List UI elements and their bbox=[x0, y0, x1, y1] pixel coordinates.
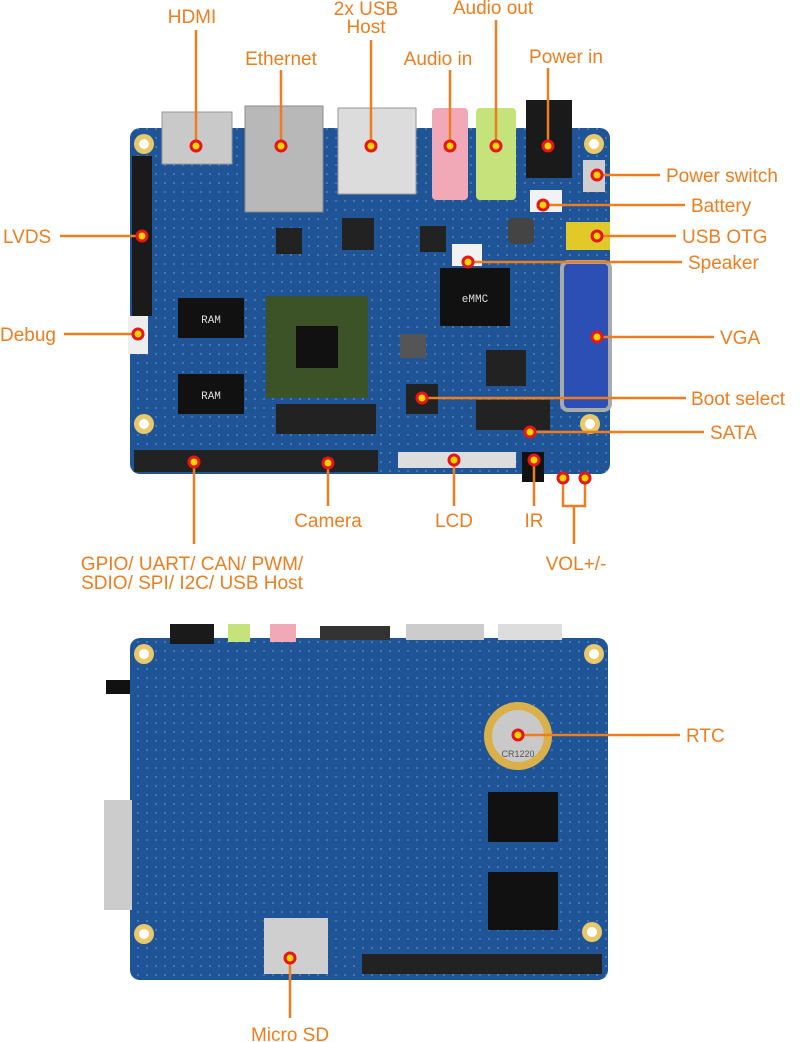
label-usb-host-line1: 2x USB bbox=[334, 0, 398, 20]
ram-chip-2 bbox=[178, 374, 244, 414]
bottom-board: CR1220 bbox=[104, 624, 608, 980]
label-debug: Debug bbox=[0, 325, 56, 346]
usb-host-port bbox=[337, 107, 417, 195]
marker-micro-sd bbox=[283, 951, 297, 965]
label-battery: Battery bbox=[691, 196, 752, 217]
marker-vol-plus bbox=[556, 471, 570, 485]
label-micro-sd: Micro SD bbox=[251, 1025, 329, 1042]
label-vol: VOL+/- bbox=[546, 554, 607, 575]
label-power-switch: Power switch bbox=[666, 166, 778, 187]
marker-power-in bbox=[541, 139, 555, 153]
marker-speaker bbox=[461, 255, 475, 269]
gpio-header bbox=[134, 450, 378, 472]
sata-port bbox=[476, 400, 550, 430]
label-usb-otg: USB OTG bbox=[682, 227, 768, 248]
marker-battery bbox=[536, 198, 550, 212]
marker-vga bbox=[590, 330, 604, 344]
marker-ethernet bbox=[274, 139, 288, 153]
marker-sata bbox=[523, 425, 537, 439]
battery-coin-label: CR1220 bbox=[501, 749, 534, 759]
label-lvds: LVDS bbox=[3, 227, 51, 248]
marker-audio-in bbox=[443, 139, 457, 153]
marker-usb-host bbox=[364, 139, 378, 153]
marker-lvds bbox=[135, 229, 149, 243]
marker-power-switch bbox=[590, 168, 604, 182]
marker-vol-minus bbox=[578, 471, 592, 485]
marker-audio-out bbox=[489, 139, 503, 153]
label-ethernet: Ethernet bbox=[245, 49, 318, 70]
label-gpio-line1: GPIO/ UART/ CAN/ PWM/ bbox=[81, 554, 304, 575]
markers bbox=[131, 139, 604, 965]
label-power-in: Power in bbox=[529, 47, 603, 68]
ram-label-2: RAM bbox=[201, 391, 221, 403]
label-usb-host-line2: Host bbox=[346, 17, 386, 38]
label-boot-select: Boot select bbox=[691, 389, 786, 410]
label-speaker: Speaker bbox=[688, 253, 759, 274]
label-camera: Camera bbox=[294, 511, 362, 532]
marker-boot-select bbox=[415, 391, 429, 405]
label-vga: VGA bbox=[720, 328, 760, 349]
ram-label-1: RAM bbox=[201, 315, 221, 327]
emmc-label: eMMC bbox=[462, 294, 489, 306]
ram-chip-1 bbox=[178, 298, 244, 338]
marker-camera bbox=[321, 456, 335, 470]
marker-hdmi bbox=[189, 139, 203, 153]
label-ir: IR bbox=[525, 511, 544, 532]
marker-usb-otg bbox=[590, 229, 604, 243]
marker-lcd bbox=[447, 453, 461, 467]
label-rtc: RTC bbox=[686, 726, 725, 747]
micro-sd-slot bbox=[264, 918, 328, 974]
marker-debug bbox=[131, 327, 145, 341]
marker-gpio bbox=[187, 455, 201, 469]
speaker-connector bbox=[452, 244, 482, 266]
marker-ir bbox=[527, 453, 541, 467]
label-lcd: LCD bbox=[435, 511, 473, 532]
top-board: RAM RAM eMMC bbox=[128, 100, 612, 482]
label-hdmi: HDMI bbox=[168, 7, 217, 28]
ethernet-port bbox=[244, 105, 324, 213]
label-sata: SATA bbox=[710, 423, 757, 444]
marker-rtc bbox=[511, 728, 525, 742]
camera-header bbox=[276, 404, 376, 434]
label-audio-out: Audio out bbox=[453, 0, 534, 19]
label-audio-in: Audio in bbox=[404, 49, 473, 70]
leader-lines bbox=[60, 20, 714, 1018]
audio-in-jack bbox=[432, 108, 468, 200]
emmc-chip bbox=[440, 268, 510, 326]
label-gpio-line2: SDIO/ SPI/ I2C/ USB Host bbox=[81, 573, 303, 594]
audio-out-jack bbox=[476, 108, 516, 200]
